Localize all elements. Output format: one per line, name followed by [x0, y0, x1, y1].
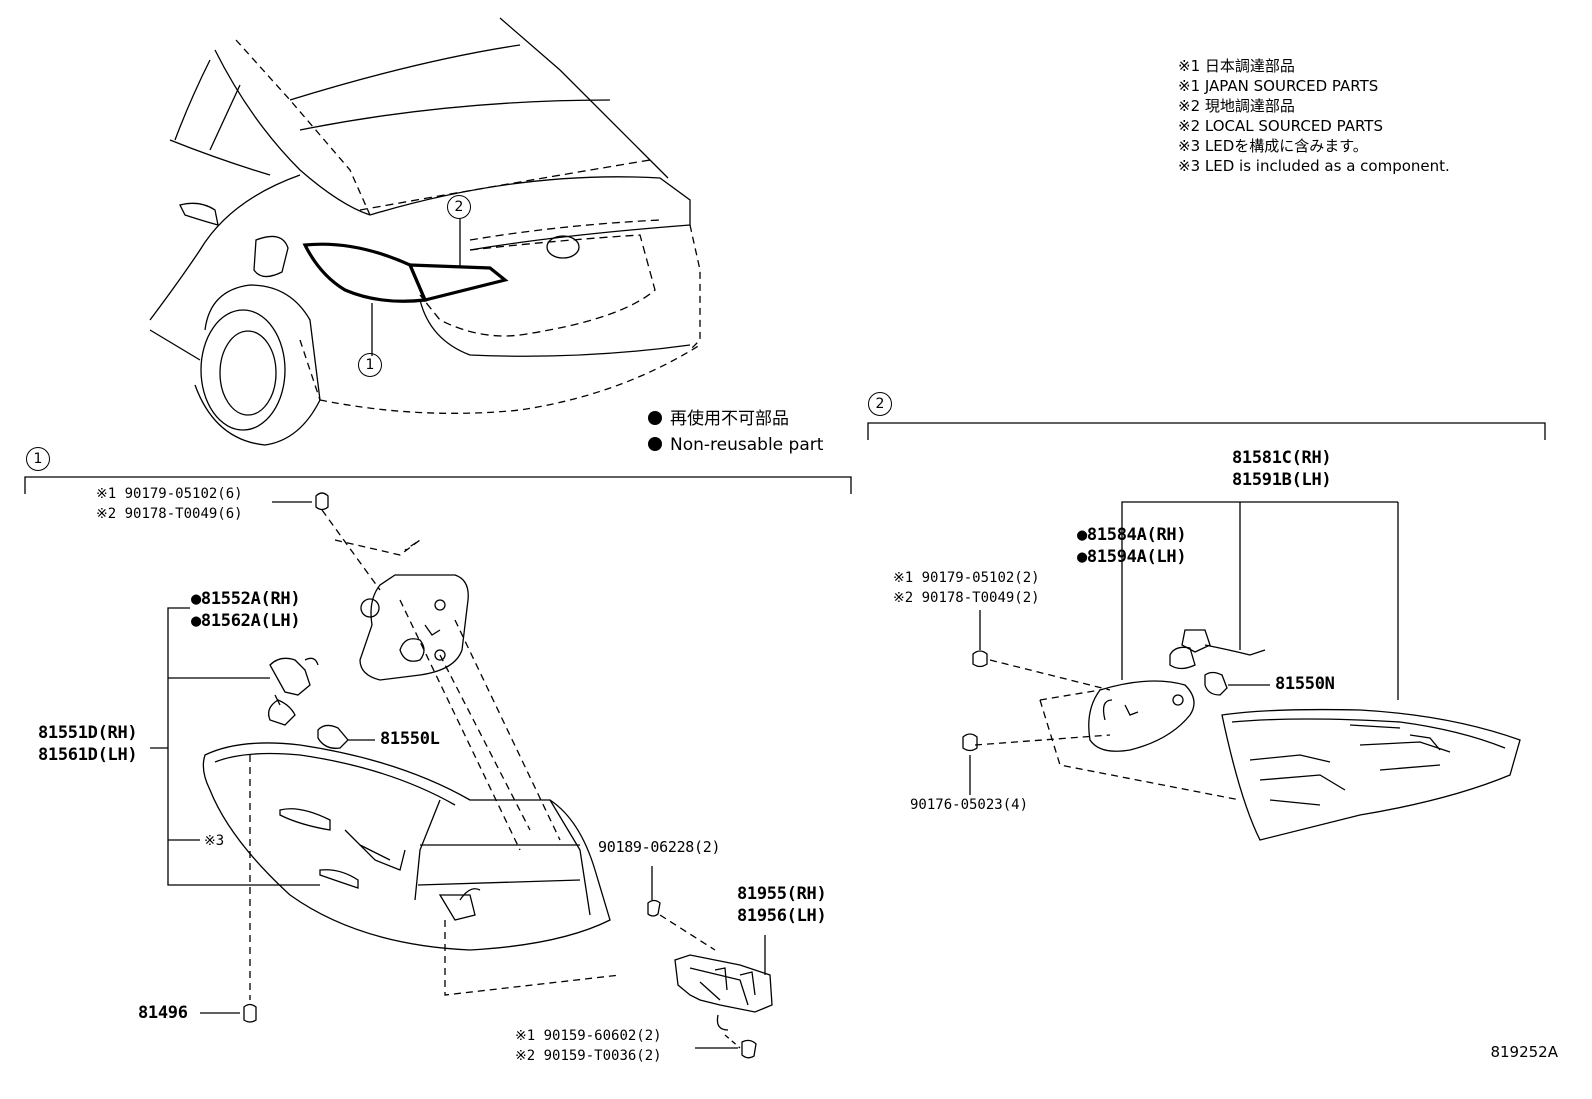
part-label: 81496 [138, 1003, 188, 1023]
source-notes: ※1 日本調達部品 ※1 JAPAN SOURCED PARTS ※2 現地調達… [1178, 56, 1450, 176]
part-label: ※2 90178-T0049(6) [96, 506, 243, 522]
part-label: 81550L [380, 729, 440, 749]
section2-bracket [867, 422, 1546, 440]
part-label: 81581C(RH) [1232, 448, 1332, 468]
part-label: 81955(RH) [737, 884, 827, 904]
part-label: 81550N [1275, 674, 1335, 694]
part-label: ●81552A(RH) [191, 589, 301, 609]
note-2-jp: ※2 現地調達部品 [1178, 97, 1295, 115]
note-2-en: ※2 LOCAL SOURCED PARTS [1178, 117, 1383, 135]
note-3-jp: ※3 LEDを構成に含みます。 [1178, 137, 1368, 155]
section-1-marker: 1 [26, 447, 50, 471]
part-label: ※1 90159-60602(2) [515, 1028, 662, 1044]
section2-parts [962, 501, 1521, 841]
section1-bracket [24, 476, 852, 494]
part-label: ※1 90179-05102(2) [893, 570, 1040, 586]
note-1-en: ※1 JAPAN SOURCED PARTS [1178, 77, 1379, 95]
part-label: 90176-05023(4) [910, 797, 1029, 813]
section-2-marker: 2 [868, 392, 892, 416]
part-label: 81591B(LH) [1232, 470, 1332, 490]
part-label: 81551D(RH) [38, 723, 138, 743]
legend: 再使用不可部品 Non-reusable part [648, 406, 823, 458]
part-label: 81561D(LH) [38, 745, 138, 765]
section1-parts [150, 492, 773, 1059]
legend-en: Non-reusable part [670, 435, 824, 455]
part-label: ※3 [204, 833, 225, 849]
bullet-icon [648, 437, 662, 451]
part-label: ※2 90159-T0036(2) [515, 1048, 662, 1064]
part-label: ●81584A(RH) [1077, 525, 1187, 545]
legend-jp: 再使用不可部品 [670, 409, 789, 429]
part-label: ※2 90178-T0049(2) [893, 590, 1040, 606]
part-label: ●81594A(LH) [1077, 547, 1187, 567]
part-label: ●81562A(LH) [191, 611, 301, 631]
part-label: 90189-06228(2) [598, 838, 721, 856]
callout-2: 2 [447, 195, 471, 219]
part-label: ※1 90179-05102(6) [96, 486, 243, 502]
car-illustration [149, 17, 701, 446]
callout-1: 1 [358, 353, 382, 377]
part-label: 81956(LH) [737, 906, 827, 926]
note-1-jp: ※1 日本調達部品 [1178, 57, 1295, 75]
diagram-code: 819252A [1490, 1043, 1558, 1061]
note-3-en: ※3 LED is included as a component. [1178, 157, 1450, 175]
bullet-icon [648, 411, 662, 425]
